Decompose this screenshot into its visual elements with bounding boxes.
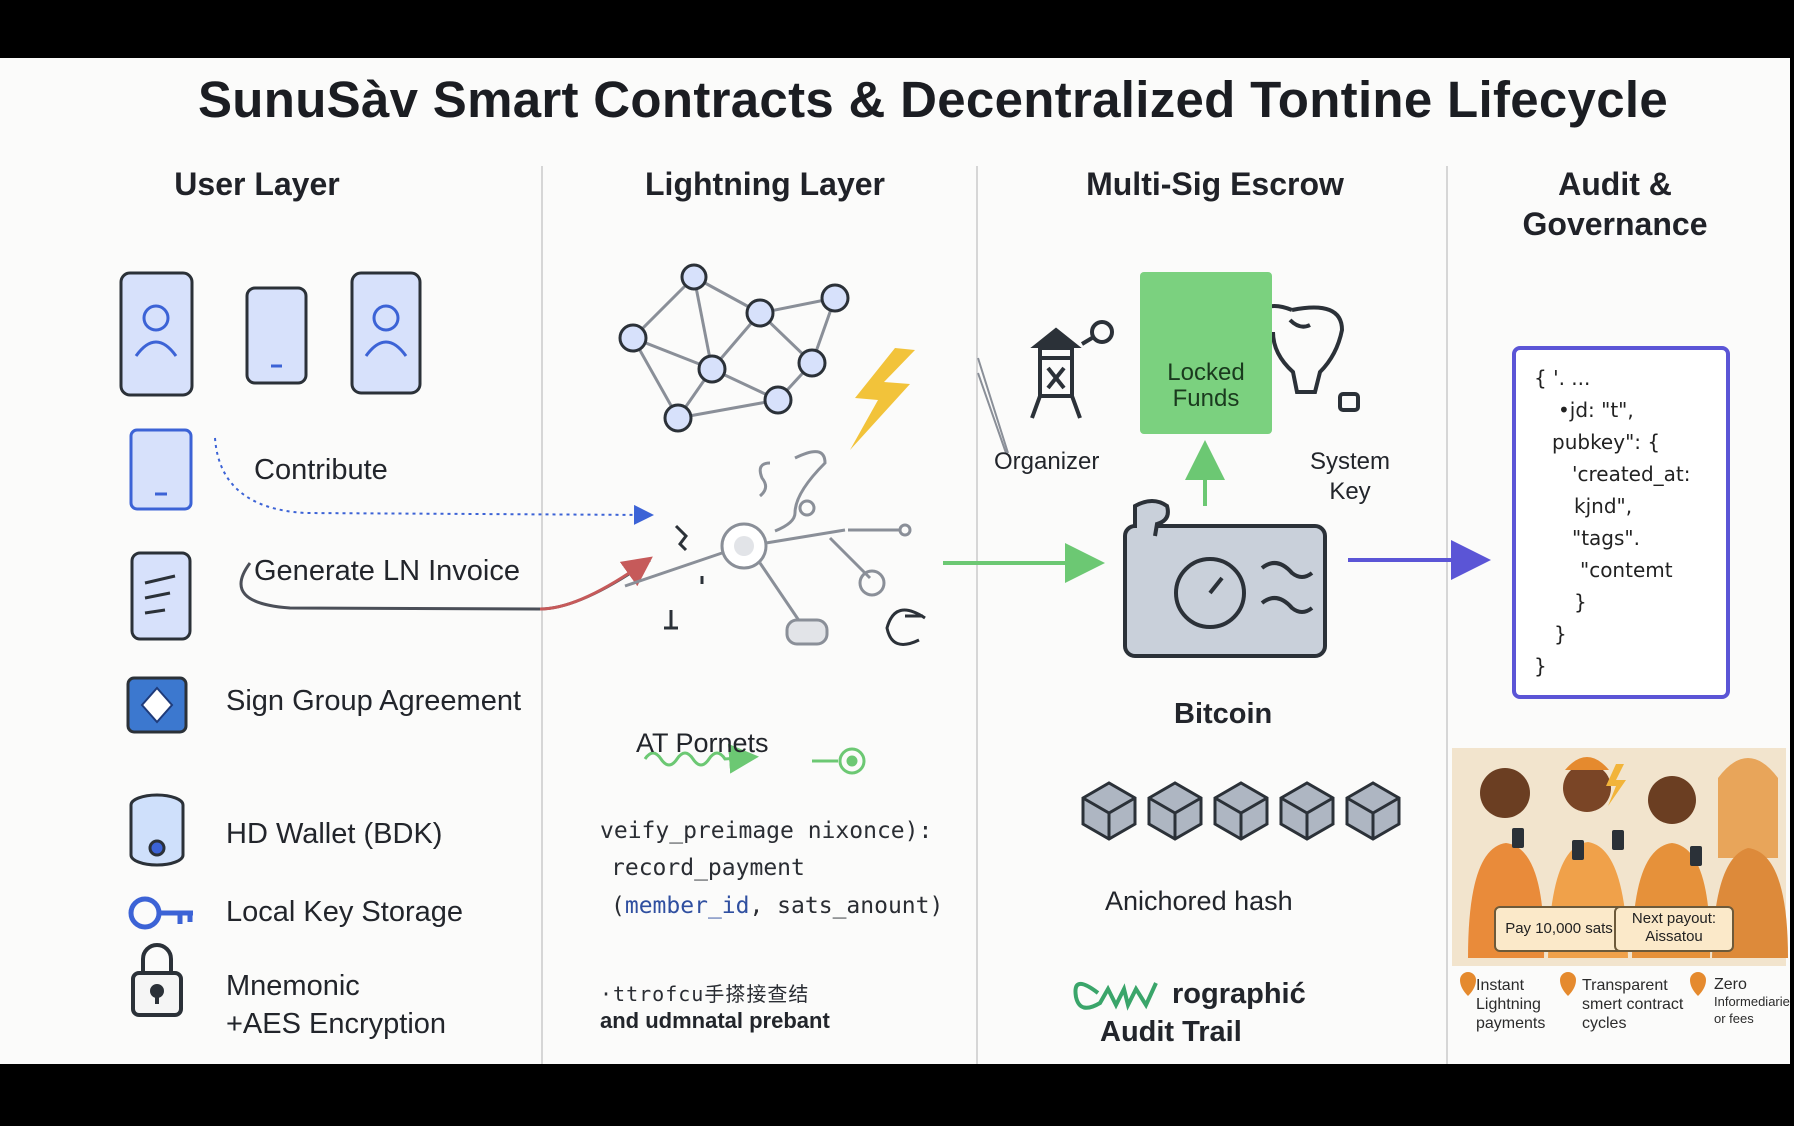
locked-funds-box: Locked Funds bbox=[1140, 272, 1272, 434]
bitcoin-device-icon bbox=[1123, 499, 1327, 658]
json-line: "tags". bbox=[1572, 526, 1640, 550]
badge-next-payout: Next payout: Aissatou bbox=[1614, 906, 1734, 952]
feature-text: smert contract bbox=[1582, 996, 1684, 1013]
label-sign-agreement: Sign Group Agreement bbox=[226, 685, 522, 717]
label-network: AT Pornets bbox=[636, 728, 769, 758]
label-cryptographic: rographić bbox=[1172, 978, 1306, 1010]
code-line-2: record_payment bbox=[611, 855, 805, 881]
feature-zero: Zero Informediarie or fees bbox=[1714, 976, 1790, 1027]
lightning-bolt-icon bbox=[850, 348, 915, 450]
label-system-key-1: System bbox=[1309, 448, 1390, 475]
phone-icon bbox=[245, 286, 308, 385]
pin-icon-1 bbox=[1460, 972, 1476, 996]
key-icon bbox=[128, 896, 193, 930]
label-audit-trail: Audit Trail bbox=[1100, 1016, 1242, 1048]
feature-text: Instant bbox=[1476, 977, 1525, 994]
code-line-1: veify_preimage nixonce): bbox=[600, 818, 933, 844]
label-key-storage: Local Key Storage bbox=[226, 896, 463, 928]
page-title: SunuSàv Smart Contracts & Decentralized … bbox=[197, 71, 1669, 128]
badge-next-line-1: Next payout: bbox=[1631, 910, 1717, 927]
garbled-code-line: ·ttrofcu手搽接查结 bbox=[600, 982, 810, 1006]
label-system-key-2: Key bbox=[1329, 478, 1371, 505]
json-line: } bbox=[1574, 590, 1587, 614]
hd-wallet-icon bbox=[129, 793, 185, 867]
feature-text: Lightning bbox=[1476, 996, 1541, 1013]
divider-1 bbox=[541, 166, 543, 1064]
json-line: •jd: "t", bbox=[1558, 398, 1634, 422]
badge-pay: Pay 10,000 sats bbox=[1494, 906, 1624, 952]
pin-icon-3 bbox=[1690, 972, 1706, 996]
locked-funds-line-2: Funds bbox=[1172, 385, 1240, 412]
column-header-escrow: Multi-Sig Escrow bbox=[1086, 166, 1344, 202]
column-header-lightning: Lightning Layer bbox=[645, 166, 885, 202]
user-phone-icon-2 bbox=[350, 271, 422, 395]
json-line: 'created_at: bbox=[1572, 462, 1691, 486]
label-generate-invoice: Generate LN Invoice bbox=[254, 555, 520, 587]
json-line: } bbox=[1554, 622, 1567, 646]
green-node-icon bbox=[812, 747, 866, 775]
feature-text: cycles bbox=[1582, 1015, 1627, 1032]
json-line: kjnd", bbox=[1574, 494, 1633, 518]
label-mnemonic-2: +AES Encryption bbox=[226, 1008, 447, 1040]
invoice-phone-icon bbox=[130, 551, 192, 641]
locked-funds-line-1: Locked bbox=[1167, 359, 1245, 386]
feature-text: Transparent bbox=[1582, 977, 1668, 994]
json-line: "contemt bbox=[1580, 558, 1673, 582]
json-line: pubkey": { bbox=[1552, 430, 1661, 454]
diagram-canvas: SunuSàv Smart Contracts & Decentralized … bbox=[0, 58, 1790, 1064]
organizer-tower-icon bbox=[1030, 320, 1114, 419]
routing-node-sketch bbox=[624, 450, 926, 646]
label-hd-wallet: HD Wallet (BDK) bbox=[226, 818, 443, 850]
column-header-audit-2: Governance bbox=[1522, 206, 1708, 242]
pin-icon-2 bbox=[1560, 972, 1576, 996]
blockchain-cubes bbox=[1081, 781, 1401, 841]
column-header-audit-1: Audit & bbox=[1558, 166, 1672, 202]
system-key-icon bbox=[1260, 304, 1360, 412]
contribute-phone-icon bbox=[129, 428, 193, 511]
feature-text: Informediarie bbox=[1714, 994, 1790, 1009]
column-header-user: User Layer bbox=[174, 166, 340, 202]
crypto-wave-mark bbox=[1073, 982, 1158, 1011]
label-bottom-line: and udmnatal prebant bbox=[600, 1008, 830, 1033]
sign-agreement-icon bbox=[126, 676, 188, 734]
json-line: { '. ... bbox=[1534, 366, 1591, 390]
label-contribute: Contribute bbox=[254, 454, 388, 486]
feature-transparent: Transparent smert contract cycles bbox=[1582, 976, 1683, 1033]
json-line: } bbox=[1534, 654, 1547, 678]
nostr-event-json-box: { '. ... •jd: "t", pubkey": { 'created_a… bbox=[1512, 346, 1730, 699]
label-mnemonic-1: Mnemonic bbox=[226, 970, 360, 1002]
badge-next-line-2: Aissatou bbox=[1645, 928, 1703, 945]
feature-text: payments bbox=[1476, 1015, 1546, 1032]
padlock-icon bbox=[131, 943, 183, 1017]
label-anchored-hash: Anichored hash bbox=[1105, 886, 1293, 916]
feature-instant: Instant Lightning payments bbox=[1476, 976, 1545, 1033]
lightning-network-graph bbox=[618, 263, 850, 433]
payment-wave bbox=[643, 743, 759, 774]
code-line-3: (member_id, sats_anount) bbox=[611, 893, 944, 919]
label-bitcoin: Bitcoin bbox=[1174, 698, 1273, 730]
feature-text: or fees bbox=[1714, 1011, 1754, 1026]
divider-2 bbox=[976, 166, 978, 1064]
label-organizer: Organizer bbox=[994, 448, 1100, 475]
user-phone-icon bbox=[119, 271, 194, 397]
feature-text: Zero bbox=[1714, 976, 1747, 993]
divider-3 bbox=[1446, 166, 1448, 1064]
